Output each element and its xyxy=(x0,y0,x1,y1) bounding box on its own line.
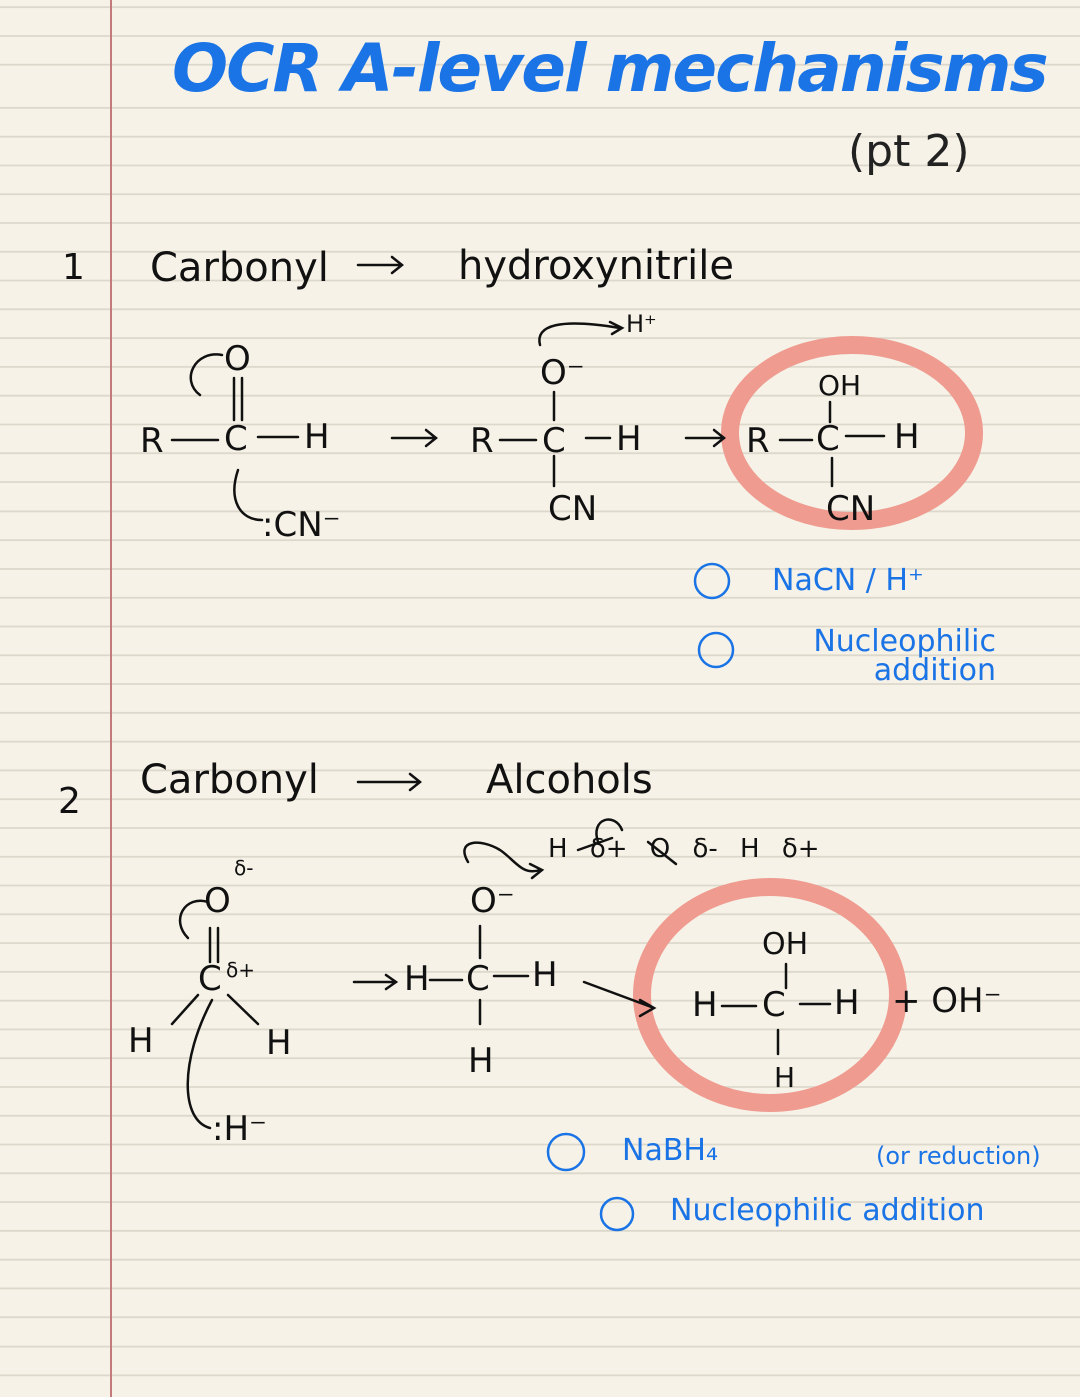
atom-h: H xyxy=(774,1061,796,1094)
atom-h: H xyxy=(834,983,860,1023)
note-reagents: NaCN / H⁺ xyxy=(772,563,924,598)
curly-arrow xyxy=(538,320,625,347)
atom-h: H xyxy=(894,417,920,457)
group-oh: OH xyxy=(818,369,862,402)
atom-r: R xyxy=(140,421,164,461)
proton: H⁺ xyxy=(626,310,657,338)
asterisk-bullet-icon xyxy=(599,1196,635,1232)
curly-arrow xyxy=(178,899,210,940)
bond xyxy=(226,993,260,1026)
section-from: Carbonyl xyxy=(150,245,329,291)
atom-c: C xyxy=(762,985,786,1025)
byproduct: + OH⁻ xyxy=(892,981,1002,1021)
reaction-arrow xyxy=(684,428,727,448)
atom-r: R xyxy=(746,421,770,461)
bond xyxy=(170,993,200,1026)
partial-charge: δ+ xyxy=(226,958,255,982)
page-subtitle: (pt 2) xyxy=(848,126,970,177)
curly-arrow xyxy=(189,353,224,397)
reaction-arrow xyxy=(390,428,439,448)
curly-arrow xyxy=(233,468,264,522)
atom-h: H xyxy=(404,959,430,999)
asterisk-bullet-icon xyxy=(697,631,735,669)
atom-h: H xyxy=(128,1021,154,1061)
nucleophile: :CN⁻ xyxy=(262,505,341,545)
section-from: Carbonyl xyxy=(140,757,319,803)
atom-r: R xyxy=(470,421,494,461)
partial-charge: δ- xyxy=(234,856,254,880)
atom-c: C xyxy=(198,959,222,999)
page-title: OCR A-level mechanisms xyxy=(172,30,1049,107)
asterisk-bullet-icon xyxy=(546,1132,586,1172)
atom-c: C xyxy=(816,419,840,459)
atom-h: H xyxy=(266,1023,292,1063)
product-highlight-circle-2 xyxy=(633,878,907,1112)
atom-o-minus: O⁻ xyxy=(540,353,585,393)
atom-o: O xyxy=(204,881,231,921)
bond xyxy=(576,836,614,852)
curly-arrow xyxy=(463,841,545,880)
atom-o: O xyxy=(224,339,251,379)
margin-line xyxy=(110,0,112,1397)
atom-h: H xyxy=(616,419,642,459)
atom-h: H xyxy=(468,1041,494,1081)
group-cn: CN xyxy=(826,489,876,529)
product-highlight-circle-1 xyxy=(721,336,983,530)
section-number: 1 xyxy=(62,247,85,288)
note-mechanism: Nucleophilic addition xyxy=(670,1193,985,1228)
atom-h: H xyxy=(532,955,558,995)
reaction-arrow xyxy=(582,980,657,1018)
asterisk-bullet-icon xyxy=(693,562,731,600)
note-alt-name: (or reduction) xyxy=(876,1142,1041,1170)
reaction-arrow xyxy=(352,973,399,991)
header-arrow xyxy=(356,255,405,275)
atom-h: H xyxy=(692,985,718,1025)
atom-o-minus: O⁻ xyxy=(470,881,515,921)
atom-h: H xyxy=(304,417,330,457)
note-mechanism: Nucleophilic addition xyxy=(813,624,996,688)
atom-c: C xyxy=(542,421,566,461)
atom-c: C xyxy=(466,959,490,999)
curly-arrow xyxy=(595,818,624,844)
atom-c: C xyxy=(224,419,248,459)
section-number: 2 xyxy=(58,781,81,822)
header-arrow xyxy=(356,772,423,792)
nucleophile: :H⁻ xyxy=(212,1109,267,1149)
note-reagents: NaBH₄ xyxy=(622,1133,718,1168)
group-oh: OH xyxy=(762,927,809,962)
bond xyxy=(646,840,678,866)
curly-arrow xyxy=(186,998,214,1130)
section-to: hydroxynitrile xyxy=(458,243,734,289)
water-molecule: H δ+ O δ- H δ+ xyxy=(548,834,820,864)
group-cn: CN xyxy=(548,489,598,529)
section-to: Alcohols xyxy=(486,757,653,803)
